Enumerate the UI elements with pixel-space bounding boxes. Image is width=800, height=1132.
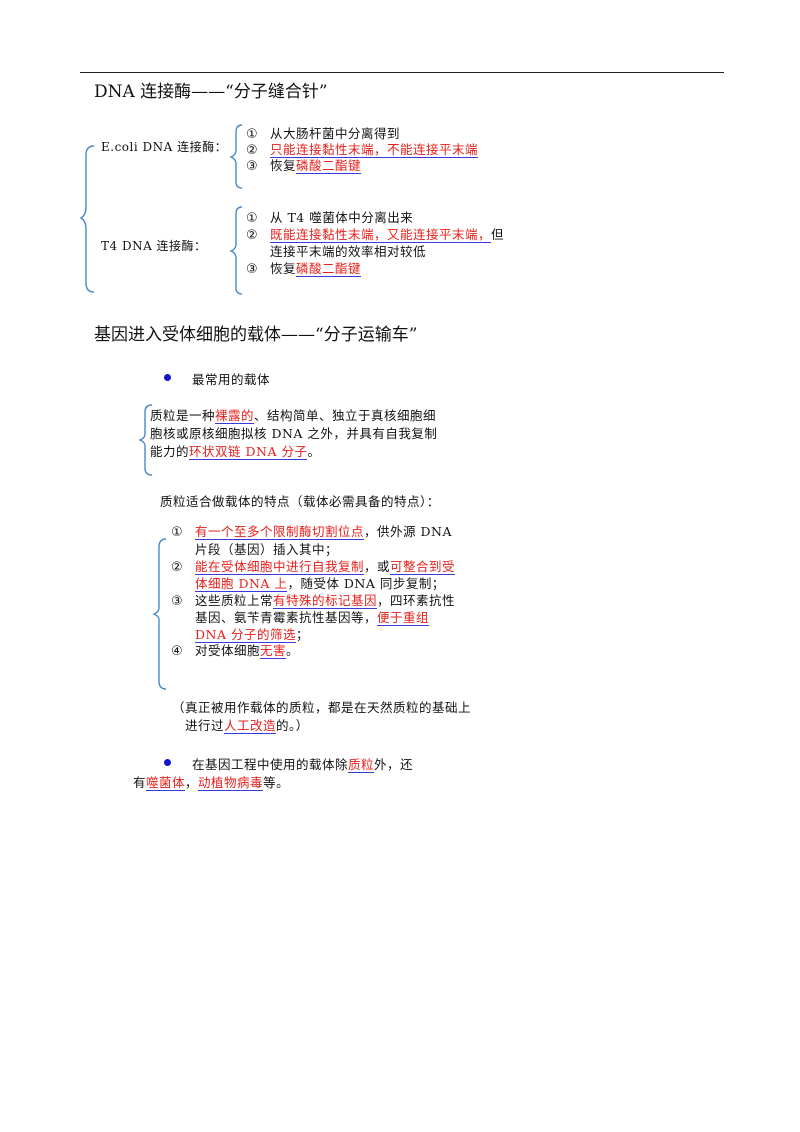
feature-3-line3: DNA 分子的筛选； (195, 627, 309, 643)
plasmid-brace (138, 404, 153, 476)
key-term: 动植物病毒 (198, 775, 264, 791)
vector-title: 基因进入受体细胞的载体——“分子运输车” (94, 325, 418, 345)
item-number: ④ (171, 644, 184, 659)
features-brace (152, 538, 167, 690)
key-term: 有一个至多个限制酶切割位点 (195, 524, 365, 540)
other-vectors-line-1: 在基因工程中使用的载体除质粒外，还 (192, 757, 414, 773)
key-term: 噬菌体 (146, 775, 186, 791)
plasmid-def-line-3: 能力的环状双链 DNA 分子。 (150, 444, 321, 460)
ecoli-label: E.coli DNA 连接酶： (101, 140, 228, 154)
top-rule (80, 72, 724, 73)
key-term: 环状双链 DNA 分子 (189, 444, 308, 460)
common-vector-heading: 最常用的载体 (192, 372, 271, 387)
ecoli-item-2: ② 只能连接黏性末端，不能连接平末端 (246, 139, 479, 158)
key-term: 既能连接黏性末端，又能连接平末端， (270, 227, 492, 243)
ecoli-brace (229, 124, 243, 189)
plasmid-def-line-2: 胞核或原核细胞拟核 DNA 之外，并具有自我复制 (150, 426, 438, 441)
outer-brace (79, 145, 95, 293)
plasmid-def-line-1: 质粒是一种裸露的、结构简单、独立于真核细胞细 (150, 408, 437, 424)
key-term: 体细胞 DNA 上 (195, 576, 288, 592)
feature-3-line2: 基因、氨苄青霉素抗性基因等，便于重组 (195, 610, 430, 626)
feature-1-line2: 片段（基因）插入其中； (195, 542, 339, 557)
ligase-title: DNA 连接酶——“分子缝合针” (94, 82, 328, 102)
key-term: 可整合到受 (390, 559, 456, 575)
other-vectors-line-2: 有噬菌体，动植物病毒等。 (133, 775, 290, 791)
item-number: ② (246, 228, 259, 243)
item-number: ③ (246, 262, 259, 277)
t4-label: T4 DNA 连接酶： (101, 239, 207, 253)
note-line-1: （真正被用作载体的质粒，都是在天然质粒的基础上 (172, 700, 472, 715)
key-term: 质粒 (348, 757, 375, 773)
bullet-icon (164, 759, 171, 766)
key-term: 无害 (260, 643, 287, 659)
feature-2-line2: 体细胞 DNA 上，随受体 DNA 同步复制； (195, 576, 445, 592)
features-heading: 质粒适合做载体的特点（载体必需具备的特点）： (160, 494, 440, 509)
t4-brace (229, 206, 243, 295)
item-number: ② (246, 143, 259, 158)
item-number: ③ (246, 159, 259, 174)
key-term: 磷酸二酯键 (296, 158, 362, 174)
bullet-icon (164, 374, 171, 381)
key-term: 便于重组 (377, 610, 430, 626)
key-term: 人工改造 (224, 718, 277, 734)
key-term: 磷酸二酯键 (296, 261, 362, 277)
key-term: 只能连接黏性末端，不能连接平末端 (270, 142, 479, 158)
item-number: ① (171, 525, 184, 540)
item-number: ② (171, 560, 184, 575)
item-number: ① (246, 127, 259, 142)
t4-item-2-line2: 连接平末端的效率相对较低 (270, 244, 427, 259)
key-term: 能在受体细胞中进行自我复制 (195, 559, 365, 575)
item-number: ① (246, 211, 259, 226)
key-term: 裸露的 (215, 408, 255, 424)
note-line-2: 进行过人工改造的。） (185, 718, 309, 734)
item-number: ③ (171, 594, 184, 609)
key-term: DNA 分子的筛选 (195, 627, 296, 643)
key-term: 有特殊的标记基因 (273, 593, 378, 609)
